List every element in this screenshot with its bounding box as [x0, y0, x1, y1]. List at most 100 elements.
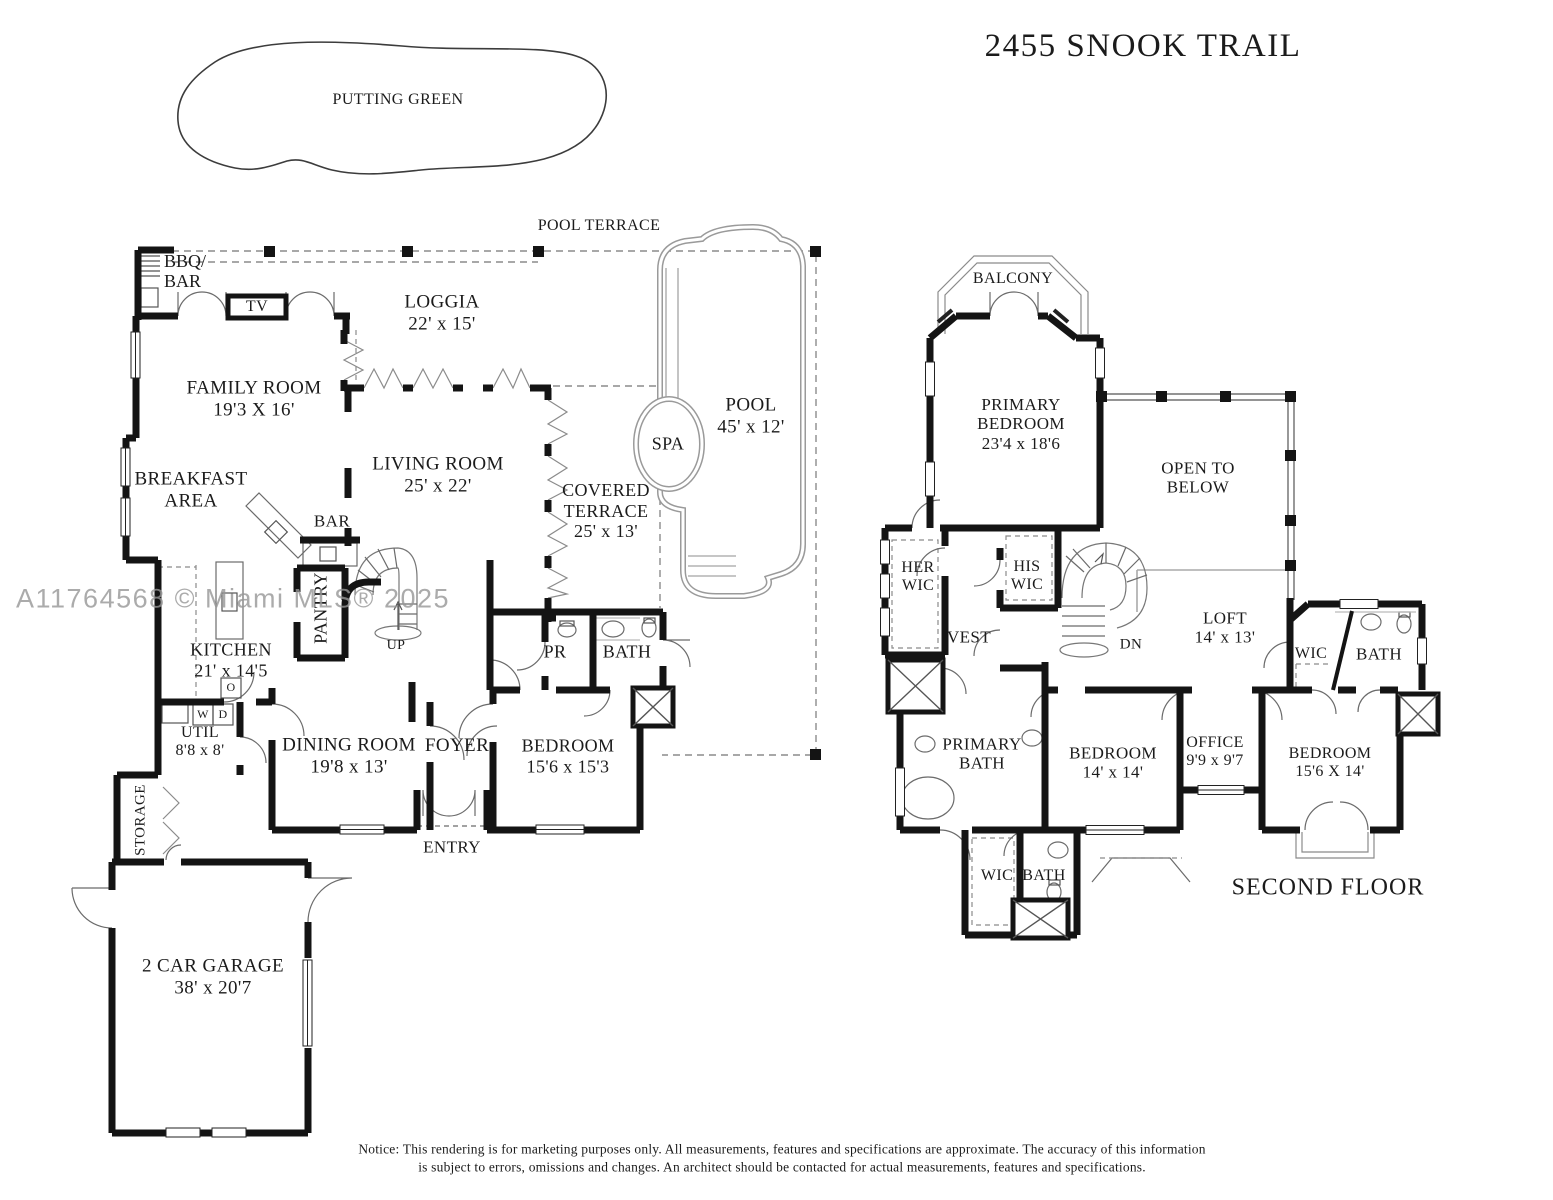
room-name-line: PRIMARY: [981, 394, 1061, 414]
room-dims: 15'6 x 15'3: [526, 756, 610, 776]
spa-shape: [633, 396, 705, 492]
label-spa: SPA: [651, 433, 685, 454]
room-name: UTIL: [180, 723, 220, 741]
room-name: POOL: [725, 394, 777, 416]
room-name-line: BATH: [958, 754, 1005, 773]
label-primary-bath: PRIMARY BATH: [942, 735, 1021, 774]
tv-niche: [225, 293, 289, 321]
label-her-wic: HER WIC: [901, 559, 934, 595]
room-name-line: BEDROOM: [977, 414, 1065, 434]
label-loft: LOFT 14' x 13': [1195, 609, 1256, 648]
room-dims: 22' x 15': [408, 313, 476, 334]
label-vest: VEST: [946, 627, 992, 647]
floor2-doors-and-details: [891, 255, 1416, 926]
label-storage: STORAGE: [132, 784, 149, 856]
room-dims: 19'8 x 13': [310, 756, 388, 777]
label-wic-top: WIC: [1294, 644, 1328, 662]
label-primary-bedroom: PRIMARY BEDROOM 23'4 x 18'6: [977, 395, 1065, 453]
label-dn: DN: [1119, 636, 1143, 653]
room-name-line: BREAKFAST: [134, 468, 248, 490]
room-name: DINING ROOM: [282, 734, 416, 756]
room-name: FAMILY ROOM: [186, 377, 322, 399]
label-office: OFFICE 9'9 x 9'7: [1186, 734, 1244, 770]
label-util: UTIL 8'8 x 8': [176, 724, 225, 760]
room-dims: 45' x 12': [717, 416, 785, 437]
room-name: KITCHEN: [190, 639, 272, 660]
label-pool: POOL 45' x 12': [717, 394, 784, 437]
notice-line1: Notice: This rendering is for marketing …: [358, 1141, 1206, 1157]
label-bath-top: BATH: [1356, 644, 1402, 664]
room-name: LIVING ROOM: [372, 453, 504, 475]
room-name: 2 CAR GARAGE: [141, 955, 285, 977]
label-tv: TV: [245, 297, 269, 315]
label-pr: PR: [543, 641, 567, 662]
room-name-line: WIC: [1010, 576, 1044, 593]
label-bath1: BATH: [602, 641, 652, 662]
label-washer: W: [197, 707, 209, 722]
room-dims: 14' x 13': [1194, 628, 1256, 647]
label-garage: 2 CAR GARAGE 38' x 20'7: [142, 955, 284, 998]
room-name-line: HER: [901, 558, 935, 576]
floor1-walls: [108, 246, 667, 1137]
label-dining-room: DINING ROOM 19'8 x 13': [282, 734, 416, 777]
label-covered-terrace: COVERED TERRACE 25' x 13': [562, 480, 650, 542]
room-name-line: BELOW: [1166, 478, 1230, 497]
room-dims: 25' x 13': [573, 521, 639, 542]
room-name-line: TERRACE: [563, 500, 649, 521]
room-dims: 23'4 x 18'6: [981, 433, 1061, 453]
room-name: BEDROOM: [521, 735, 615, 756]
page-title: 2455 SNOOK TRAIL: [984, 28, 1302, 65]
room-name-line: AREA: [164, 490, 218, 511]
label-bedroom1: BEDROOM 15'6 x 15'3: [522, 735, 615, 776]
room-dims: 38' x 20'7: [174, 977, 252, 998]
terrace-columns: [264, 246, 821, 760]
notice-line2: is subject to errors, omissions and chan…: [418, 1159, 1146, 1175]
label-oven: O: [226, 680, 236, 695]
label-loggia: LOGGIA 22' x 15': [404, 291, 479, 334]
room-name-line: BAR: [164, 271, 202, 291]
room-name: OFFICE: [1186, 733, 1244, 751]
floor1-windows: [120, 331, 585, 1138]
room-dims: 9'9 x 9'7: [1186, 752, 1244, 769]
room-name: BEDROOM: [1069, 743, 1157, 763]
room-name-line: BBQ/: [164, 251, 207, 272]
room-name-line: OPEN TO: [1161, 458, 1235, 478]
label-dryer: D: [218, 707, 228, 722]
label-breakfast-area: BREAKFAST AREA: [134, 468, 247, 511]
label-open-to-below: OPEN TO BELOW: [1161, 459, 1235, 498]
mls-watermark: A11764568 © Miami MLS® 2025: [16, 583, 451, 614]
room-dims: 21' x 14'5: [194, 660, 268, 680]
label-bbq-bar: BBQ/ BAR: [164, 251, 207, 292]
room-dims: 15'6 X 14': [1295, 763, 1365, 780]
room-dims: 14' x 14': [1082, 763, 1144, 782]
floor2-walls: [881, 312, 1426, 939]
room-name-line: HIS: [1013, 557, 1041, 575]
floor2-showers: [885, 657, 1441, 941]
room-dims: 25' x 22': [404, 475, 472, 496]
label-his-wic: HIS WIC: [1011, 558, 1043, 594]
label-putting-green: PUTTING GREEN: [332, 90, 464, 108]
putting-green-outline: [177, 41, 607, 175]
label-pool-terrace: POOL TERRACE: [537, 216, 661, 234]
floor1-shower: [630, 685, 676, 729]
room-name: LOFT: [1202, 608, 1248, 628]
label-living-room: LIVING ROOM 25' x 22': [372, 453, 504, 496]
room-name: BEDROOM: [1288, 744, 1372, 762]
label-bedroom-mid: BEDROOM 14' x 14': [1069, 744, 1157, 783]
label-kitchen: KITCHEN 21' x 14'5: [190, 639, 272, 680]
label-balcony: BALCONY: [972, 269, 1054, 287]
label-wic-bottom: WIC: [980, 866, 1014, 884]
room-name-line: PRIMARY: [942, 734, 1022, 754]
label-bedroom-right: BEDROOM 15'6 X 14': [1289, 745, 1372, 781]
second-floor-label: SECOND FLOOR: [1231, 874, 1425, 901]
label-bath-bottom: BATH: [1022, 866, 1066, 884]
room-name: LOGGIA: [404, 291, 480, 313]
floor1-doors-and-details: [71, 255, 691, 929]
label-foyer: FOYER: [424, 735, 490, 757]
label-bar: BAR: [313, 511, 351, 531]
floor2-windows: [880, 347, 1427, 835]
room-dims: 19'3 X 16': [213, 399, 295, 420]
room-name-line: COVERED: [562, 480, 650, 501]
